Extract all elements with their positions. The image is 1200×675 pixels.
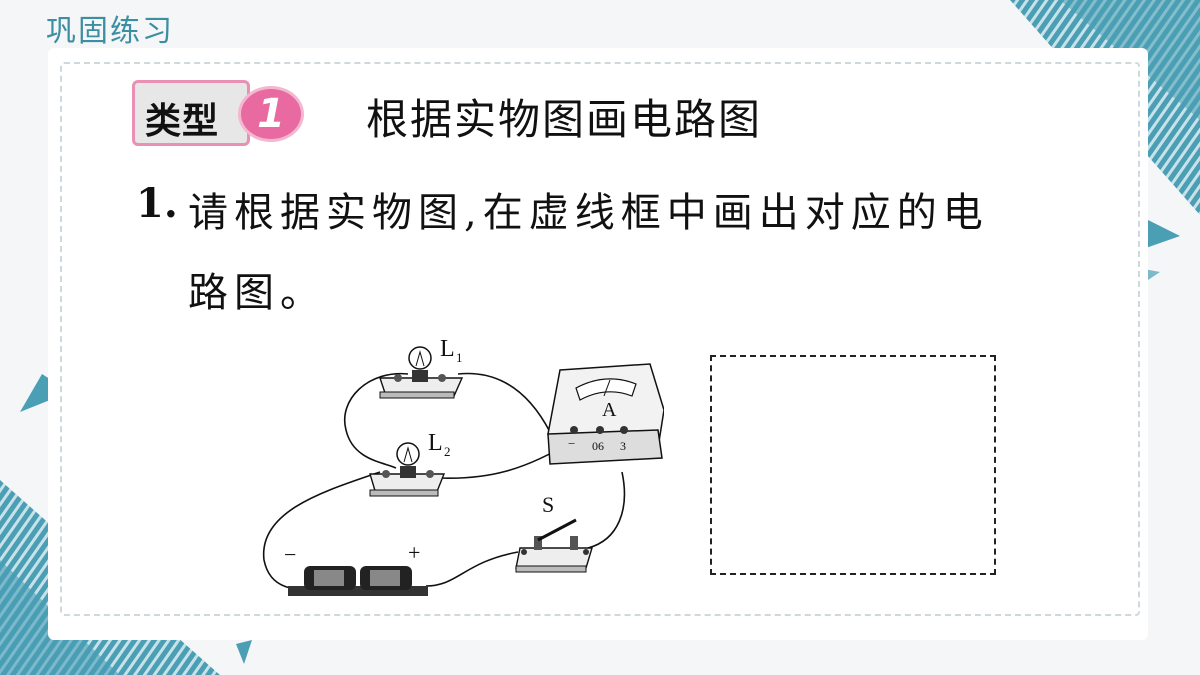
ammeter [547, 363, 664, 465]
question-text-line-1: 请根据实物图,在虚线框中画出对应的电 [188, 190, 989, 236]
circuit-figure: L 1 L 2 A − 06 3 [258, 330, 664, 600]
switch-label: S [542, 492, 554, 517]
lamp-l2-subscript: 2 [444, 444, 451, 459]
triangle-bottom-2 [236, 640, 252, 664]
switch [515, 518, 593, 573]
question-number: 1. [136, 180, 178, 227]
lamp-l1 [379, 346, 464, 399]
triangle-left-1 [20, 374, 70, 412]
lamp-l2-label: L [428, 430, 443, 456]
ammeter-06-terminal: 06 [592, 439, 604, 453]
lamp-l1-label: L [440, 336, 455, 362]
section-label: 巩固练习 [46, 14, 174, 49]
wire-l1-l2-left [343, 372, 409, 469]
battery-plus-label: + [408, 540, 420, 565]
lamp-l1-subscript: 1 [456, 350, 463, 365]
question-text-line-2: 路图。 [188, 270, 326, 316]
answer-dashed-box[interactable] [710, 355, 996, 575]
type-badge: 类型 1 [132, 80, 312, 146]
type-title: 根据实物图画电路图 [366, 95, 763, 144]
dashed-frame [60, 62, 1140, 616]
wire-switch-ammeter [587, 471, 626, 549]
wire-battery-switch [425, 551, 519, 587]
type-badge-number: 1 [257, 91, 285, 137]
wire-l1-ammeter [457, 372, 551, 433]
lamp-l2 [369, 442, 446, 497]
type-badge-box: 类型 [132, 80, 250, 146]
ammeter-label: A [602, 399, 617, 421]
battery-pack [288, 566, 428, 596]
battery-minus-label: − [284, 542, 296, 567]
type-badge-circle: 1 [238, 86, 304, 142]
ammeter-3-terminal: 3 [620, 439, 626, 453]
type-badge-prefix: 类型 [145, 101, 220, 142]
ammeter-minus-terminal: − [568, 436, 575, 451]
